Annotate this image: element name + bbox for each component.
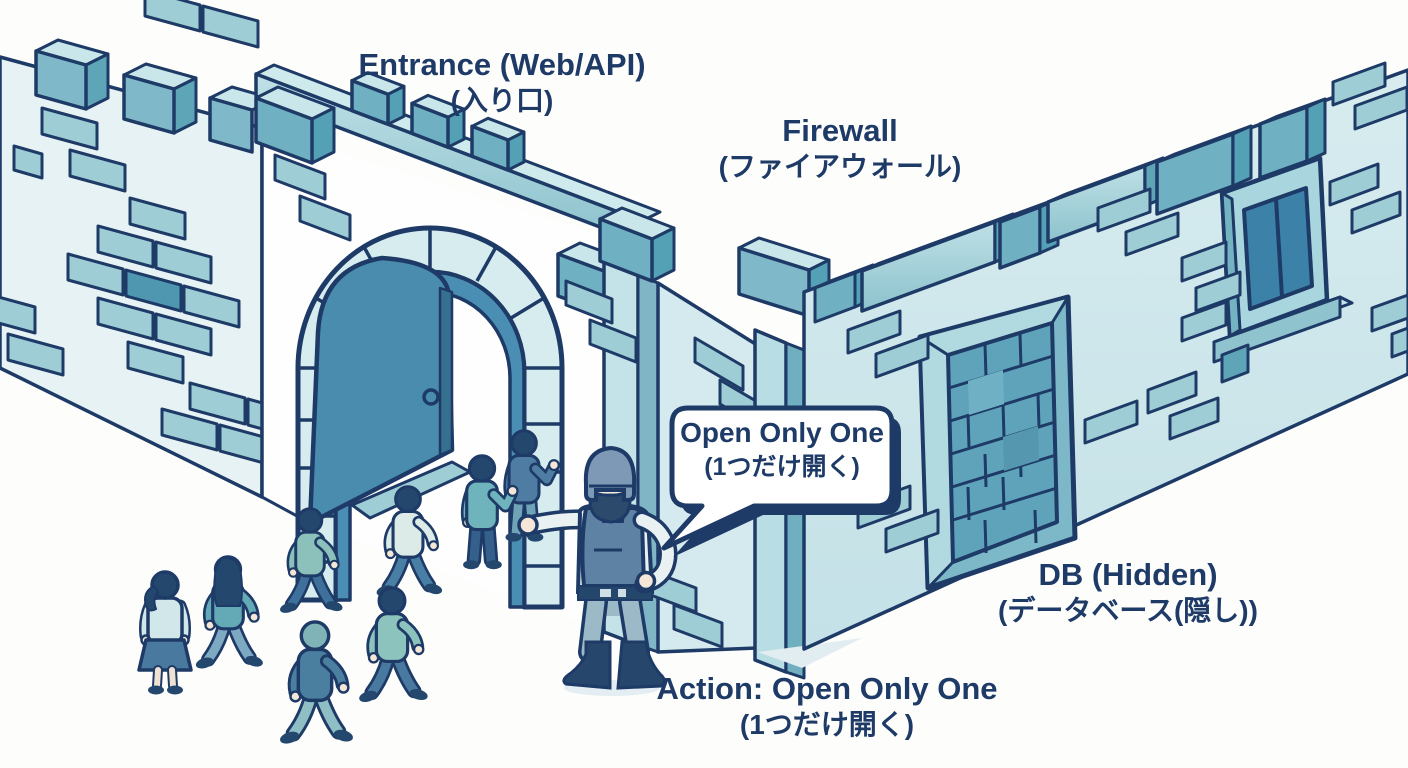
- left-wall: [0, 0, 335, 499]
- bubble-line1: Open Only One: [680, 417, 884, 448]
- guard-belt: [577, 585, 653, 601]
- label-entrance-en: Entrance (Web/API): [358, 47, 646, 82]
- speech-bubble-text: Open Only One (1つだけ開く): [672, 415, 892, 484]
- left-wall-merlon-icon: [34, 38, 276, 154]
- label-action-ja: (1つだけ開く): [739, 708, 915, 740]
- label-action-en: Action: Open Only One: [656, 671, 998, 706]
- person-ponytail-woman: [137, 570, 193, 695]
- bubble-line2: (1つだけ開く): [704, 453, 860, 482]
- open-door-icon: [307, 255, 455, 526]
- crowd-figures: [137, 431, 559, 746]
- label-firewall: Firewall (ファイアウォール): [719, 112, 962, 184]
- person-walking-front: [279, 622, 355, 746]
- label-action: Action: Open Only One (1つだけ開く): [656, 670, 997, 742]
- guard-boot: [562, 640, 612, 690]
- db-hidden-door-icon: [917, 294, 1078, 591]
- door-handle-icon: [422, 388, 440, 406]
- label-db-ja: (データベース(隠し)): [998, 594, 1258, 626]
- guard-boot: [616, 640, 666, 690]
- corner-shadow: [758, 638, 862, 668]
- speech-bubble: [661, 405, 901, 557]
- label-db: DB (Hidden) (データベース(隠し)): [998, 556, 1258, 628]
- label-firewall-en: Firewall: [782, 113, 898, 148]
- brick-cluster: [846, 61, 1408, 554]
- label-db-en: DB (Hidden): [1038, 557, 1218, 592]
- long-hair: [213, 556, 243, 607]
- right-wall: [802, 61, 1408, 651]
- person-walking: [358, 588, 429, 704]
- right-wall-merlon-icon: [813, 97, 1327, 324]
- label-entrance: Entrance (Web/API) (入り口): [358, 46, 645, 118]
- brick-cluster: [273, 153, 638, 364]
- ponytail: [144, 584, 160, 612]
- brick-cluster: [0, 0, 335, 484]
- label-firewall-ja: (ファイアウォール): [718, 150, 962, 182]
- window-icon: [1212, 155, 1354, 384]
- label-entrance-ja: (入り口): [450, 84, 554, 116]
- guard-hand: [517, 514, 539, 536]
- guard-figure: [517, 445, 678, 696]
